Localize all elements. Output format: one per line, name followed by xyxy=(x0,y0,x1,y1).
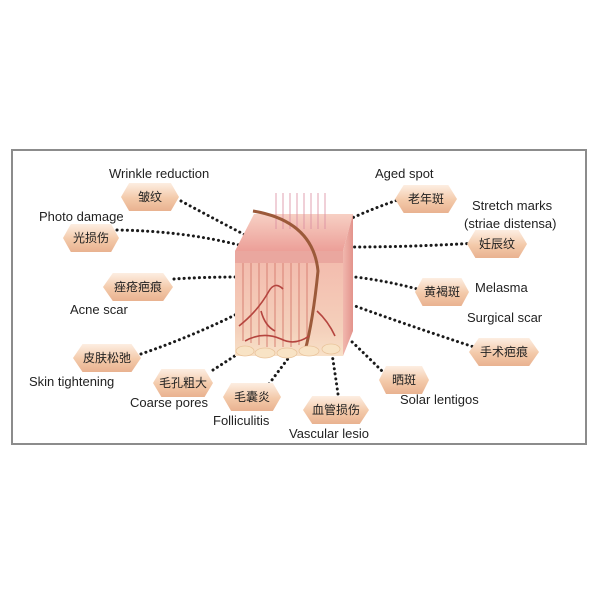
badge-aged-spot-cn: 老年斑 xyxy=(395,185,457,213)
badge-solar-lentigos-cn: 晒斑 xyxy=(379,366,429,394)
label-coarse-pores-en: Coarse pores xyxy=(130,395,209,410)
label-solar-lentigos-en: Solar lentigos xyxy=(400,392,479,407)
connector-skin-tightening xyxy=(139,311,241,356)
label-photo-damage-en: Photo damage xyxy=(39,209,124,224)
badge-photo-damage-cn: 光损伤 xyxy=(63,224,119,252)
label-aged-spot-en: Aged spot xyxy=(375,166,434,181)
badge-surgical-scar-cn: 手术疤痕 xyxy=(469,338,539,366)
label-acne-scar-en: Acne scar xyxy=(70,302,128,317)
diagram-frame: Wrinkle reduction 皱纹 Photo damage 光损伤 痤疮… xyxy=(11,149,587,445)
connector-stretch xyxy=(347,241,479,249)
badge-coarse-pores-cn: 毛孔粗大 xyxy=(153,369,213,397)
skin-diagram xyxy=(115,193,479,396)
skin-cube-top xyxy=(235,214,353,251)
connector-acne-scar xyxy=(172,275,241,281)
badge-acne-scar-cn: 痤疮疤痕 xyxy=(103,273,173,301)
connector-aged-spot xyxy=(339,197,403,225)
badge-folliculitis-cn: 毛囊炎 xyxy=(223,383,281,411)
label-vascular-lesio-en: Vascular lesio xyxy=(289,426,369,441)
label-folliculitis-en: Folliculitis xyxy=(213,413,270,428)
label-stretch-marks-en2: (striae distensa) xyxy=(464,216,557,231)
skin-cube-illustration xyxy=(235,193,353,359)
badge-stretch-marks-cn: 妊辰纹 xyxy=(467,230,527,258)
skin-cube-front xyxy=(235,251,343,356)
connector-melasma xyxy=(353,275,423,292)
label-skin-tightening-en: Skin tightening xyxy=(29,374,115,389)
label-stretch-marks-en: Stretch marks xyxy=(472,198,553,213)
connector-vascular xyxy=(329,345,340,396)
label-surgical-scar-en: Surgical scar xyxy=(467,310,543,325)
connector-solar xyxy=(347,337,387,376)
label-wrinkle-reduction-en: Wrinkle reduction xyxy=(109,166,210,181)
badge-melasma-cn: 黄褐斑 xyxy=(415,278,469,306)
connector-folliculitis xyxy=(267,345,299,386)
connector-photo-damage xyxy=(115,228,241,247)
badge-vascular-lesio-cn: 血管损伤 xyxy=(303,396,369,424)
badge-wrinkle-reduction-cn: 皱纹 xyxy=(121,183,179,211)
label-melasma-en: Melasma xyxy=(475,280,528,295)
badge-skin-tightening-cn: 皮肤松弛 xyxy=(73,344,141,372)
skin-cube-side xyxy=(343,214,353,356)
connector-wrinkle xyxy=(179,199,255,241)
connector-surgical xyxy=(353,304,479,350)
